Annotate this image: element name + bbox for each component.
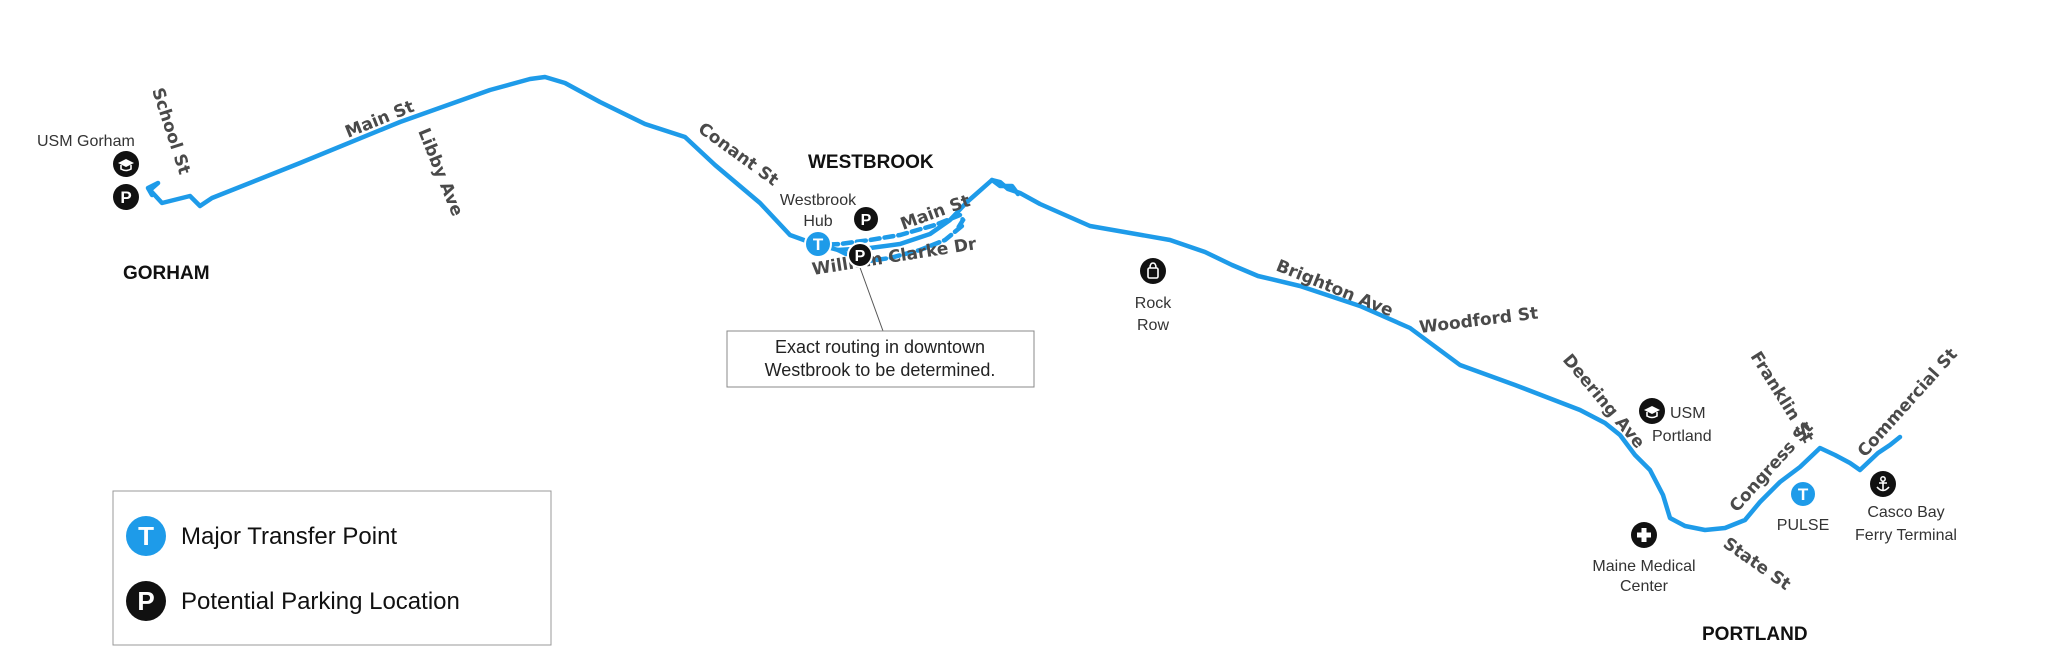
parking-glyph-westbrook-north: P	[861, 212, 872, 229]
route-alt-north	[812, 212, 966, 248]
transfer-point-icon-westbrook: T	[804, 230, 832, 258]
legend-box	[112, 490, 552, 646]
transfer-glyph-westbrook: T	[813, 235, 824, 254]
place-label-rock-row-2: Row	[1137, 317, 1169, 334]
routing-note-line-1: Exact routing in downtown	[775, 337, 985, 357]
route-line-loop-east	[989, 177, 1021, 197]
shopping-bag-icon	[1140, 258, 1166, 284]
street-label-main-st-gorham: Main St	[342, 97, 417, 143]
street-label-state-st: State St	[1719, 534, 1794, 595]
graduation-cap-icon	[113, 151, 139, 177]
place-label-pulse: PULSE	[1777, 517, 1829, 534]
street-label-commercial-st: Commercial St	[1854, 345, 1962, 462]
legend-transfer-glyph: T	[138, 521, 154, 551]
place-label-westbrook-hub-2: Hub	[803, 213, 832, 230]
routing-note-box	[726, 330, 1035, 388]
legend-transfer-icon: T	[126, 516, 166, 556]
place-label-usm-portland-2: Portland	[1652, 428, 1712, 445]
routing-note-line-2: Westbrook to be determined.	[765, 360, 996, 380]
street-label-brighton-ave: Brighton Ave	[1273, 256, 1396, 321]
legend-parking-icon: P	[126, 581, 166, 621]
medical-cross-icon	[1631, 522, 1657, 548]
place-label-maine-medical-1: Maine Medical	[1592, 558, 1695, 575]
parking-glyph-westbrook-south: P	[855, 248, 866, 265]
street-label-libby-ave: Libby Ave	[413, 125, 466, 219]
parking-glyph-gorham: P	[120, 188, 131, 207]
street-label-conant-st: Conant St	[694, 119, 782, 191]
parking-icon-westbrook-south: P	[847, 242, 873, 268]
place-label-usm-portland-1: USM	[1670, 405, 1706, 422]
street-label-school-st: School St	[147, 85, 194, 177]
legend-parking-label: Potential Parking Location	[181, 588, 460, 615]
street-label-william-clarke-dr: William Clarke Dr	[811, 234, 979, 280]
legend-parking-glyph: P	[137, 586, 154, 616]
graduation-cap-icon-portland	[1639, 398, 1665, 424]
parking-icon-westbrook-north: P	[854, 207, 878, 231]
place-label-westbrook-hub-1: Westbrook	[780, 192, 857, 209]
city-label-portland: PORTLAND	[1702, 624, 1808, 645]
street-label-deering-ave: Deering Ave	[1558, 350, 1648, 452]
transfer-point-icon-pulse: T	[1789, 480, 1817, 508]
place-label-casco-bay-2: Ferry Terminal	[1855, 527, 1957, 544]
note-leader-line	[857, 261, 884, 332]
parking-icon-gorham: P	[113, 184, 139, 210]
city-label-westbrook: WESTBROOK	[808, 152, 934, 173]
place-label-casco-bay-1: Casco Bay	[1867, 504, 1944, 521]
place-label-rock-row-1: Rock	[1135, 295, 1172, 312]
place-label-usm-gorham: USM Gorham	[37, 133, 135, 150]
city-label-gorham: GORHAM	[123, 263, 210, 284]
route-line-main	[145, 74, 1903, 533]
street-label-woodford-st: Woodford St	[1418, 304, 1539, 338]
legend-transfer-label: Major Transfer Point	[181, 523, 397, 550]
transfer-glyph-pulse: T	[1798, 485, 1809, 504]
anchor-icon	[1870, 471, 1896, 497]
place-label-maine-medical-2: Center	[1620, 578, 1669, 595]
